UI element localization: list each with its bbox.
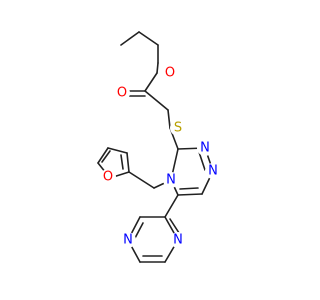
bond — [120, 154, 124, 170]
atom-label: N — [200, 141, 210, 156]
bond-layer — [97, 31, 214, 263]
atom-label-layer: O O S O N N N N — [100, 65, 221, 248]
atom-nitrogen-triazole-2: N — [205, 163, 221, 179]
bond — [144, 90, 169, 111]
atom-oxygen-ester: O — [162, 65, 178, 81]
bond — [138, 31, 159, 46]
atom-nitrogen-pyrazine-1: N — [170, 232, 186, 248]
atom-sulfur: S — [170, 120, 186, 136]
bond — [177, 193, 203, 196]
bond — [179, 187, 199, 190]
bond — [144, 72, 158, 92]
atom-label: S — [174, 121, 182, 136]
bond — [107, 147, 128, 154]
atom-label: O — [103, 170, 113, 185]
bond — [133, 222, 144, 241]
bond — [101, 150, 111, 163]
atom-label: N — [123, 233, 133, 248]
atom-nitrogen-triazole-1: N — [197, 140, 213, 156]
atom-label: N — [208, 164, 218, 179]
bond — [198, 151, 206, 171]
bond — [156, 62, 159, 74]
atom-nitrogen-triazole-4: N — [163, 172, 179, 188]
bond — [128, 171, 155, 189]
atom-label: O — [165, 66, 175, 81]
molecule-diagram: O O S O N N N N — [97, 31, 221, 263]
bond — [97, 147, 109, 164]
bond — [164, 194, 179, 218]
bond — [120, 31, 140, 46]
atom-label: O — [117, 86, 127, 101]
bond — [167, 109, 171, 129]
atom-nitrogen-pyrazine-2: N — [120, 232, 136, 248]
atom-oxygen-furan: O — [100, 169, 116, 185]
atom-oxygen-carbonyl: O — [114, 85, 130, 101]
atom-label: N — [173, 233, 183, 248]
atom-label: N — [166, 173, 176, 188]
bond — [126, 152, 130, 173]
